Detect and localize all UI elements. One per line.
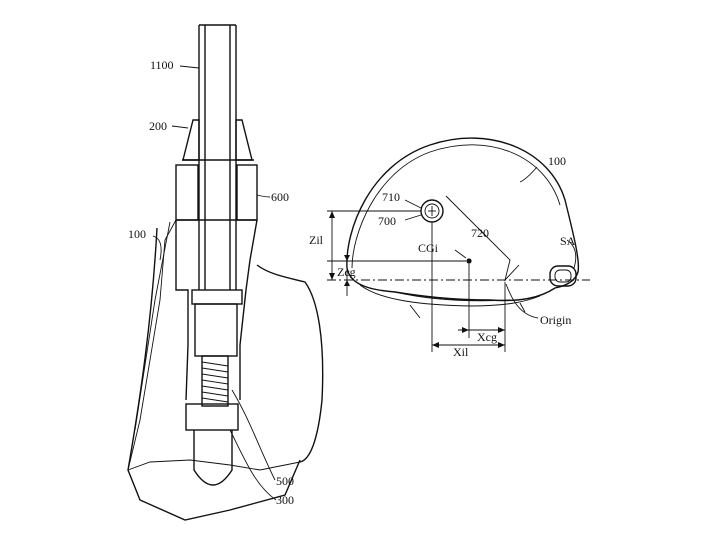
label-cgi: CGi [418, 241, 439, 255]
label-200: 200 [149, 119, 167, 133]
label-700: 700 [378, 214, 396, 228]
sleeve [176, 160, 257, 220]
screw [186, 356, 238, 485]
hosel-end [550, 266, 576, 286]
label-720: 720 [471, 226, 489, 240]
label-710: 710 [382, 190, 400, 204]
label-origin: Origin [540, 313, 571, 327]
adapter [192, 290, 242, 356]
shaft [199, 25, 236, 290]
label-300: 300 [276, 493, 294, 507]
label-zil: Zil [309, 233, 324, 247]
label-100-left: 100 [128, 227, 146, 241]
label-xcg: Xcg [477, 330, 497, 344]
label-100-right: 100 [548, 154, 566, 168]
label-xil: Xil [453, 345, 469, 359]
left-leaders [153, 66, 276, 500]
label-sa: SA [560, 234, 576, 248]
ferrule [183, 120, 252, 160]
label-600: 600 [271, 190, 289, 204]
cg-point [466, 258, 471, 263]
hosel-cross-section: 1100 200 600 100 500 300 [128, 25, 323, 520]
label-zcg: Zcg [337, 265, 356, 279]
label-500: 500 [276, 474, 294, 488]
label-1100: 1100 [150, 58, 174, 72]
